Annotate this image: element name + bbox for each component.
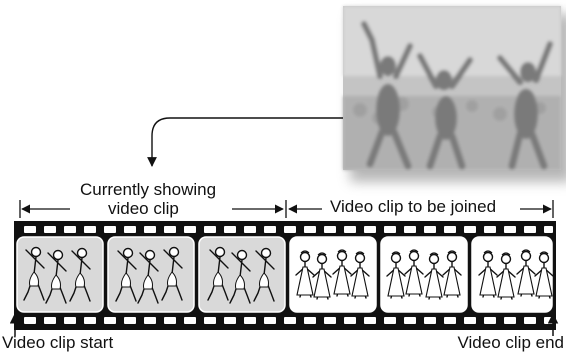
frame-current-3 (198, 236, 286, 313)
joined-clip-range (288, 200, 554, 218)
frame-joined-1 (289, 236, 377, 313)
joined-clip-frames (289, 236, 554, 313)
current-clip-frames (16, 236, 286, 313)
frame-current-2 (107, 236, 195, 313)
label-video-clip-end: Video clip end (457, 333, 565, 352)
dancers-photo (343, 6, 566, 182)
label-video-clip-start: Video clip start (2, 333, 114, 352)
current-clip-range (19, 200, 287, 218)
photo-connector (147, 117, 343, 167)
frame-current-1 (16, 236, 104, 313)
label-video-clip-to-be-joined: Video clip to be joined (330, 197, 497, 216)
frame-joined-3 (471, 236, 554, 313)
label-currently-showing: Currently showing (80, 180, 217, 199)
frame-joined-2 (380, 236, 468, 313)
label-video-clip: video clip (108, 199, 179, 218)
